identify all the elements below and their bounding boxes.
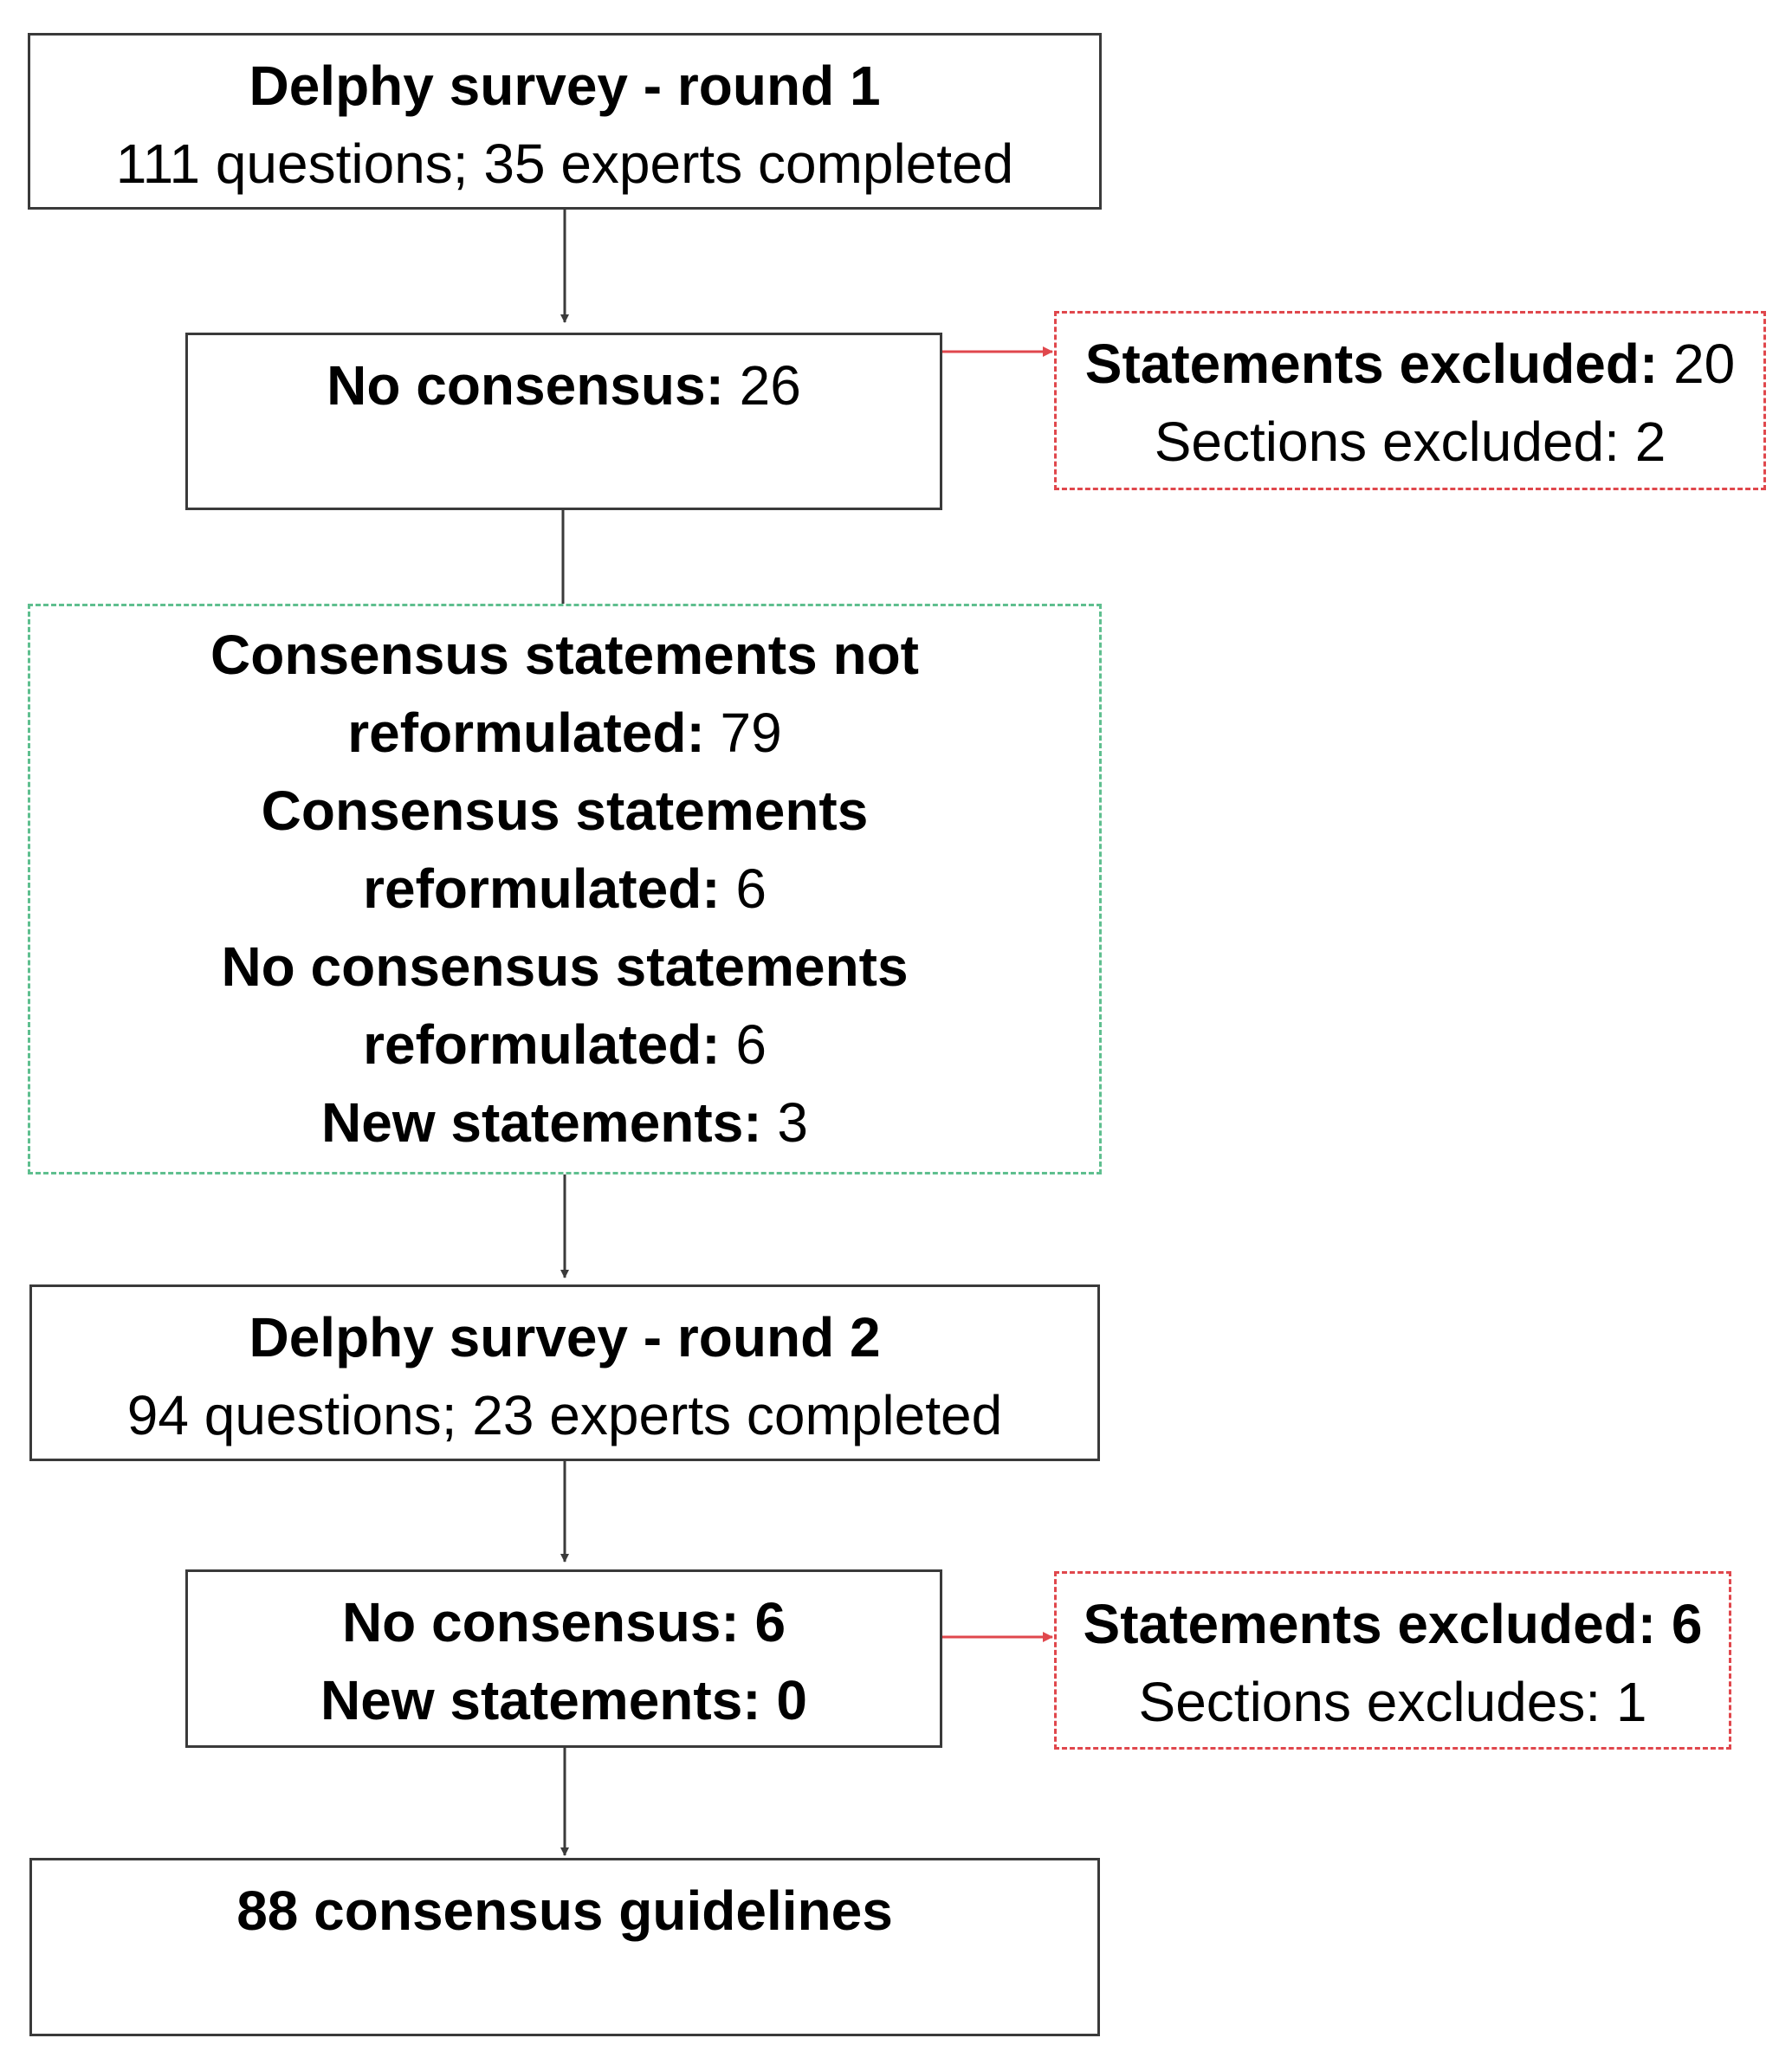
statements-excluded-label: Statements excluded: [1084, 333, 1659, 395]
reformulated-value-3: 6 [735, 1013, 767, 1076]
round2-subtitle: 94 questions; 23 experts completed [126, 1384, 1003, 1446]
new-statements-value: 3 [777, 1091, 808, 1154]
reformulated-label-2: reformulated: [363, 857, 721, 920]
no-consensus-reformulated-heading: No consensus statements [221, 935, 909, 998]
no-consensus-reformulated-line: reformulated: 6 [30, 1006, 1099, 1084]
round1-subtitle: 111 questions; 35 experts completed [115, 133, 1014, 195]
consensus-reformulated-line: reformulated: 6 [30, 850, 1099, 928]
reformulated-label-1: reformulated: [347, 702, 705, 764]
no-consensus-round1-line: No consensus: 26 [188, 346, 940, 424]
no-consensus-label: No consensus: [327, 354, 724, 417]
no-consensus-value: 26 [739, 354, 801, 417]
no-consensus-round2-line: No consensus: 6 [341, 1591, 786, 1653]
consensus-not-reformulated-line: reformulated: 79 [30, 694, 1099, 772]
sections-excluded-round2-line: Sections excludes: 1 [1138, 1671, 1647, 1733]
reformulated-label-3: reformulated: [363, 1013, 721, 1076]
round1-title: Delphy survey - round 1 [249, 55, 881, 117]
statements-excluded-value: 20 [1673, 333, 1736, 395]
no-consensus-round2-box: No consensus: 6 New statements: 0 [185, 1569, 942, 1748]
reformulated-value-2: 6 [735, 857, 767, 920]
excluded-round2-box: Statements excluded: 6 Sections excludes… [1054, 1571, 1731, 1750]
statements-excluded-round2-line: Statements excluded: 6 [1083, 1593, 1703, 1655]
no-consensus-round1-box: No consensus: 26 [185, 333, 942, 510]
statements-excluded-line: Statements excluded: 20 [1057, 325, 1763, 403]
round2-title: Delphy survey - round 2 [249, 1306, 881, 1368]
reformulated-value-1: 79 [720, 702, 782, 764]
new-statements-round2-line: New statements: 0 [320, 1669, 807, 1731]
consensus-statements-box: Consensus statements not reformulated: 7… [28, 604, 1102, 1174]
consensus-not-reformulated-heading: Consensus statements not [210, 624, 919, 686]
round2-box: Delphy survey - round 2 94 questions; 23… [29, 1284, 1100, 1461]
new-statements-line: New statements: 3 [30, 1084, 1099, 1161]
consensus-guidelines-box: 88 consensus guidelines [29, 1858, 1100, 2036]
round1-box: Delphy survey - round 1 111 questions; 3… [28, 33, 1102, 210]
consensus-guidelines-label: 88 consensus guidelines [236, 1880, 893, 1942]
excluded-round1-box: Statements excluded: 20 Sections exclude… [1054, 311, 1766, 490]
consensus-reformulated-heading: Consensus statements [261, 780, 869, 842]
sections-excluded-line: Sections excluded: 2 [1154, 411, 1666, 473]
new-statements-label: New statements: [321, 1091, 762, 1154]
